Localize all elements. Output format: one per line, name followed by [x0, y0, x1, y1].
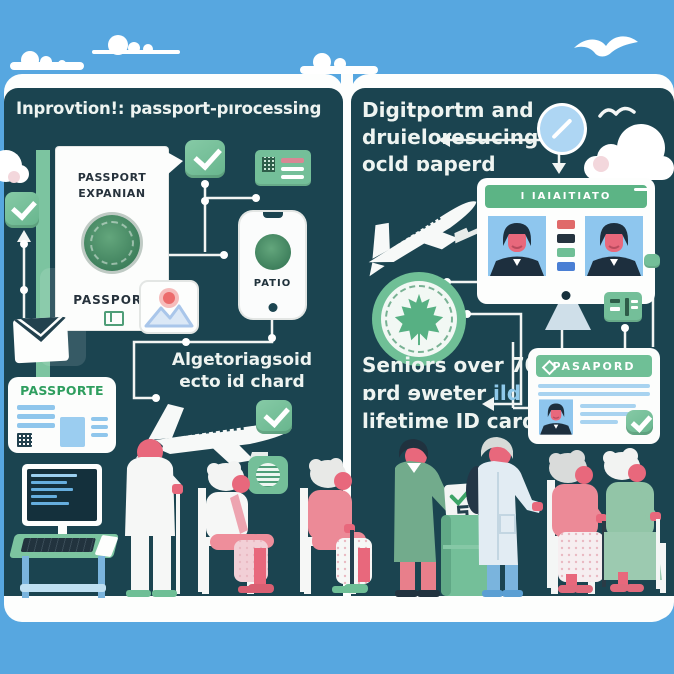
passport-subtitle: EXPANIAN: [78, 187, 146, 200]
stamp-mini-icon: [644, 254, 660, 268]
button-blue: [557, 262, 575, 271]
cloud-top-3: [300, 53, 378, 74]
photo-icon: [141, 282, 197, 332]
monitor-neck: [58, 526, 67, 535]
cloud-top-2: [92, 35, 180, 55]
button-green: [557, 248, 575, 257]
right-caption: Seniors over 70 ɒrd ɘweter ild lifetime …: [362, 351, 562, 435]
qr-code-icon: [17, 433, 32, 447]
passporte-card-title: PASSPORTE: [20, 383, 104, 398]
id-card-header: PASAPORD: [536, 355, 652, 377]
id-card-title: PASAPORD: [552, 359, 636, 373]
right-caption-line2-white: ɒrd ɘweter: [362, 381, 487, 405]
right-caption-line2: ɒrd ɘweter ild: [362, 379, 562, 407]
passporte-card: PASSPORTE: [8, 377, 116, 453]
desk-monitor-screen: [27, 469, 97, 521]
pasapord-id-card: PASAPORD: [528, 348, 660, 444]
keyboard-icon: [20, 538, 96, 552]
phone-home-button: [268, 303, 277, 312]
desk-surface: [9, 534, 119, 558]
right-caption-line3: lifetime ID card: [362, 409, 537, 433]
right-caption-line2-blue: ild: [486, 381, 522, 405]
right-heading-line1: Digitportm and: [362, 98, 534, 122]
id-card-mini-icon: [255, 150, 311, 186]
verification-monitor: I IAIAITIATO: [477, 178, 655, 304]
desk-leg-right: [98, 556, 105, 598]
passport-title: PASSPORT: [77, 171, 147, 184]
phone-notch: [262, 212, 283, 218]
phone-emblem-icon: [254, 234, 291, 270]
envelope-icon: [12, 316, 70, 364]
passporte-card-photo: [60, 417, 85, 447]
right-caption-line1: Seniors over 70: [362, 353, 539, 377]
mini-bar-pink: [281, 158, 304, 163]
clock-icon: [537, 103, 587, 155]
monitor-portrait-1: [488, 214, 546, 278]
button-red: [557, 220, 575, 229]
monitor-header-dash: [634, 188, 649, 191]
phone: PATIO: [240, 212, 305, 318]
monitor-header: I IAIAITIATO: [485, 185, 647, 208]
maple-badge: [372, 272, 466, 366]
button-dark: [557, 234, 575, 243]
left-caption: Algetoriagsoid ecto id chard: [152, 349, 332, 393]
right-heading: Digitportm and druieloresucing ocld ɒape…: [362, 97, 622, 178]
desk-monitor: [22, 464, 102, 526]
check-icon-1: [5, 192, 39, 228]
right-heading-line2: druieloresucing: [362, 125, 539, 149]
seagull-icon: [574, 36, 638, 57]
phone-label: PATIO: [253, 278, 292, 289]
mini-bar-1: [281, 167, 304, 171]
photo-icon-art: [144, 288, 194, 328]
left-caption-line1: Algetoriagsoid: [171, 350, 313, 370]
maple-badge-ring: [385, 285, 453, 353]
desk-crossbar: [20, 584, 106, 592]
mini-qr: [262, 157, 275, 172]
mini-bar-2: [281, 175, 304, 179]
monitor-buttons: [557, 220, 575, 276]
left-heading: Inprovtion!: passport-pırocessing: [16, 99, 322, 118]
desk-leg-left: [22, 556, 29, 598]
id-card-photo: [539, 398, 573, 436]
list-mini-icon: [604, 292, 642, 322]
check-icon-plane: [256, 400, 292, 434]
check-icon-2: [185, 140, 225, 178]
id-card-check-icon: [626, 410, 653, 435]
monitor-stand: [545, 304, 591, 330]
left-caption-line2: ecto id chard: [179, 372, 305, 392]
cloud-top-1: [10, 51, 84, 70]
right-heading-line3: ocld ɒaperd: [362, 152, 496, 176]
passport-footer: PASSPORT: [73, 293, 151, 307]
passport-emblem-icon: [84, 215, 140, 271]
maple-leaf-icon: [394, 293, 444, 346]
monitor-portrait-2: [585, 214, 643, 278]
floor-strip: [4, 596, 670, 622]
monitor-power-dot: [561, 291, 571, 300]
globe-icon: [248, 456, 288, 494]
chip-icon: [104, 311, 124, 326]
